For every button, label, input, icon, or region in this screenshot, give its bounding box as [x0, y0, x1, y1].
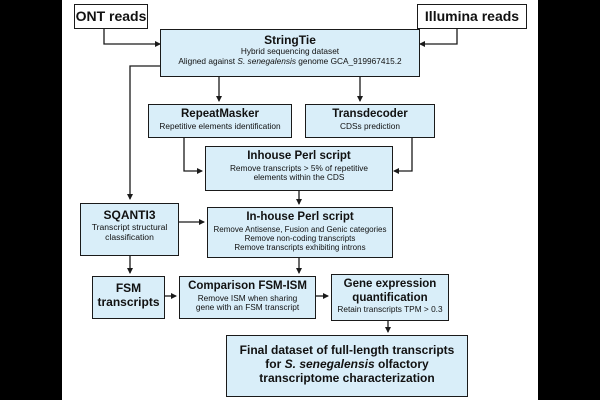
fsm-title-line1: FSM [115, 281, 142, 295]
gene-expression-title-line2: quantification [352, 291, 428, 304]
sqanti3-box: SQANTI3 Transcript structural classifica… [80, 203, 179, 256]
fsm-transcripts-box: FSM transcripts [92, 276, 165, 319]
final-dataset-box: Final dataset of full-length transcripts… [226, 335, 468, 397]
perl-script-2-line2: Remove non-coding transcripts [244, 234, 356, 243]
repeatmasker-title: RepeatMasker [181, 108, 259, 120]
repeatmasker-box: RepeatMasker Repetitive elements identif… [148, 104, 292, 138]
perl-script-1-box: Inhouse Perl script Remove transcripts >… [205, 146, 393, 191]
arrow-repeatmasker-perl1 [183, 138, 203, 174]
gene-expression-line1: Retain transcripts TPM > 0.3 [337, 304, 443, 315]
final-line2: for S. senegalensis olfactory [265, 357, 429, 372]
transdecoder-line1: CDSs prediction [340, 120, 400, 131]
arrow-illumina-stringtie [419, 29, 458, 47]
stringtie-species: S. senegalensis [237, 55, 296, 66]
perl-script-1-line1: Remove transcripts > 5% of repetitive [229, 162, 369, 173]
repeatmasker-line1: Repetitive elements identification [159, 120, 281, 131]
sqanti3-title: SQANTI3 [103, 208, 156, 222]
transdecoder-box: Transdecoder CDSs prediction [305, 104, 435, 138]
comparison-line1: Remove ISM when sharing [197, 292, 298, 303]
illumina-reads-title: Illumina reads [424, 8, 520, 24]
sqanti3-line1: Transcript structural [91, 222, 168, 233]
perl-script-2-title: In-house Perl script [246, 211, 354, 223]
transdecoder-title: Transdecoder [332, 108, 408, 120]
flowchart-canvas: ONT reads Illumina reads StringTie Hybri… [62, 0, 538, 400]
perl-script-1-title: Inhouse Perl script [247, 150, 351, 162]
ont-reads-box: ONT reads [74, 4, 148, 29]
final-species: S. senegalensis [284, 357, 375, 372]
comparison-line2: gene with an FSM transcript [195, 302, 300, 313]
arrow-ont-stringtie [103, 29, 161, 47]
arrow-transdecoder-perl1 [393, 138, 413, 174]
perl-script-2-line1: Remove Antisense, Fusion and Genic categ… [213, 224, 387, 234]
illumina-reads-box: Illumina reads [417, 4, 527, 29]
stringtie-line1: Hybrid sequencing dataset [240, 46, 340, 57]
perl-script-1-line2: elements within the CDS [253, 172, 345, 183]
sqanti3-line2: classification [105, 232, 154, 243]
stringtie-title: StringTie [264, 33, 316, 47]
comparison-title: Comparison FSM-ISM [188, 280, 307, 292]
stringtie-box: StringTie Hybrid sequencing dataset Alig… [160, 29, 420, 77]
ont-reads-title: ONT reads [75, 8, 147, 24]
perl-script-2-box: In-house Perl script Remove Antisense, F… [207, 207, 393, 258]
stringtie-line2: Aligned against S. senegalensis genome G… [178, 55, 402, 66]
final-line1: Final dataset of full-length transcripts [239, 343, 455, 357]
fsm-title-line2: transcripts [97, 295, 160, 310]
perl-script-2-line3: Remove transcripts exhibiting introns [234, 243, 366, 253]
gene-expression-box: Gene expression quantification Retain tr… [331, 274, 449, 321]
final-line3: transcriptome characterization [259, 371, 435, 386]
gene-expression-title-line1: Gene expression [343, 278, 437, 290]
comparison-box: Comparison FSM-ISM Remove ISM when shari… [179, 276, 316, 319]
